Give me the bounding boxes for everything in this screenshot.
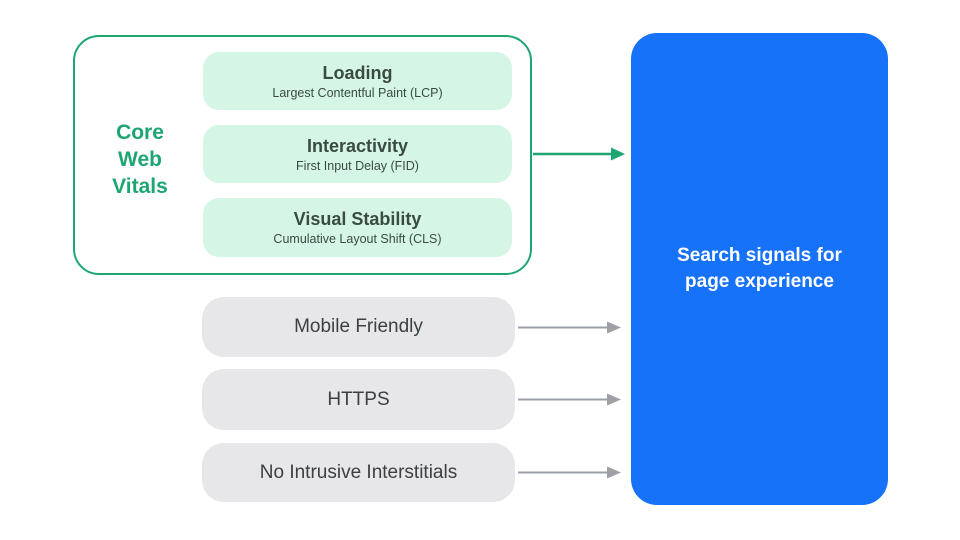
gray-arrow-https bbox=[518, 393, 621, 406]
metric-pill-interactivity: Interactivity First Input Delay (FID) bbox=[203, 125, 512, 183]
metric-title-interactivity: Interactivity bbox=[306, 135, 409, 156]
signal-pill-mobile-friendly: Mobile Friendly bbox=[202, 297, 515, 357]
metric-pill-visual-stability: Visual Stability Cumulative Layout Shift… bbox=[203, 198, 512, 257]
metric-subtitle-cls: Cumulative Layout Shift (CLS) bbox=[273, 232, 442, 246]
metric-subtitle-lcp: Largest Contentful Paint (LCP) bbox=[272, 85, 443, 100]
search-signals-result-label: Search signals for page experience bbox=[677, 245, 842, 292]
signal-label-https: HTTPS bbox=[327, 388, 390, 410]
signal-pill-https: HTTPS bbox=[202, 369, 515, 430]
metric-subtitle-fid: First Input Delay (FID) bbox=[296, 158, 419, 173]
metric-pill-loading: Loading Largest Contentful Paint (LCP) bbox=[203, 52, 512, 110]
search-signals-result-box: Search signals for page experience bbox=[631, 33, 888, 505]
signal-label-mobile-friendly: Mobile Friendly bbox=[294, 316, 423, 337]
green-arrow-core-web-vitals bbox=[533, 147, 625, 161]
metric-title-loading: Loading bbox=[322, 62, 393, 83]
signal-pill-no-intrusive-interstitials: No Intrusive Interstitials bbox=[202, 443, 515, 502]
core-web-vitals-label: Core Web Vitals bbox=[112, 121, 168, 198]
gray-arrow-mobile-friendly bbox=[518, 321, 621, 334]
signal-label-no-intrusive-interstitials: No Intrusive Interstitials bbox=[259, 461, 458, 483]
metric-title-visual-stability: Visual Stability bbox=[293, 209, 422, 229]
gray-arrow-no-intrusive-interstitials bbox=[518, 466, 621, 479]
